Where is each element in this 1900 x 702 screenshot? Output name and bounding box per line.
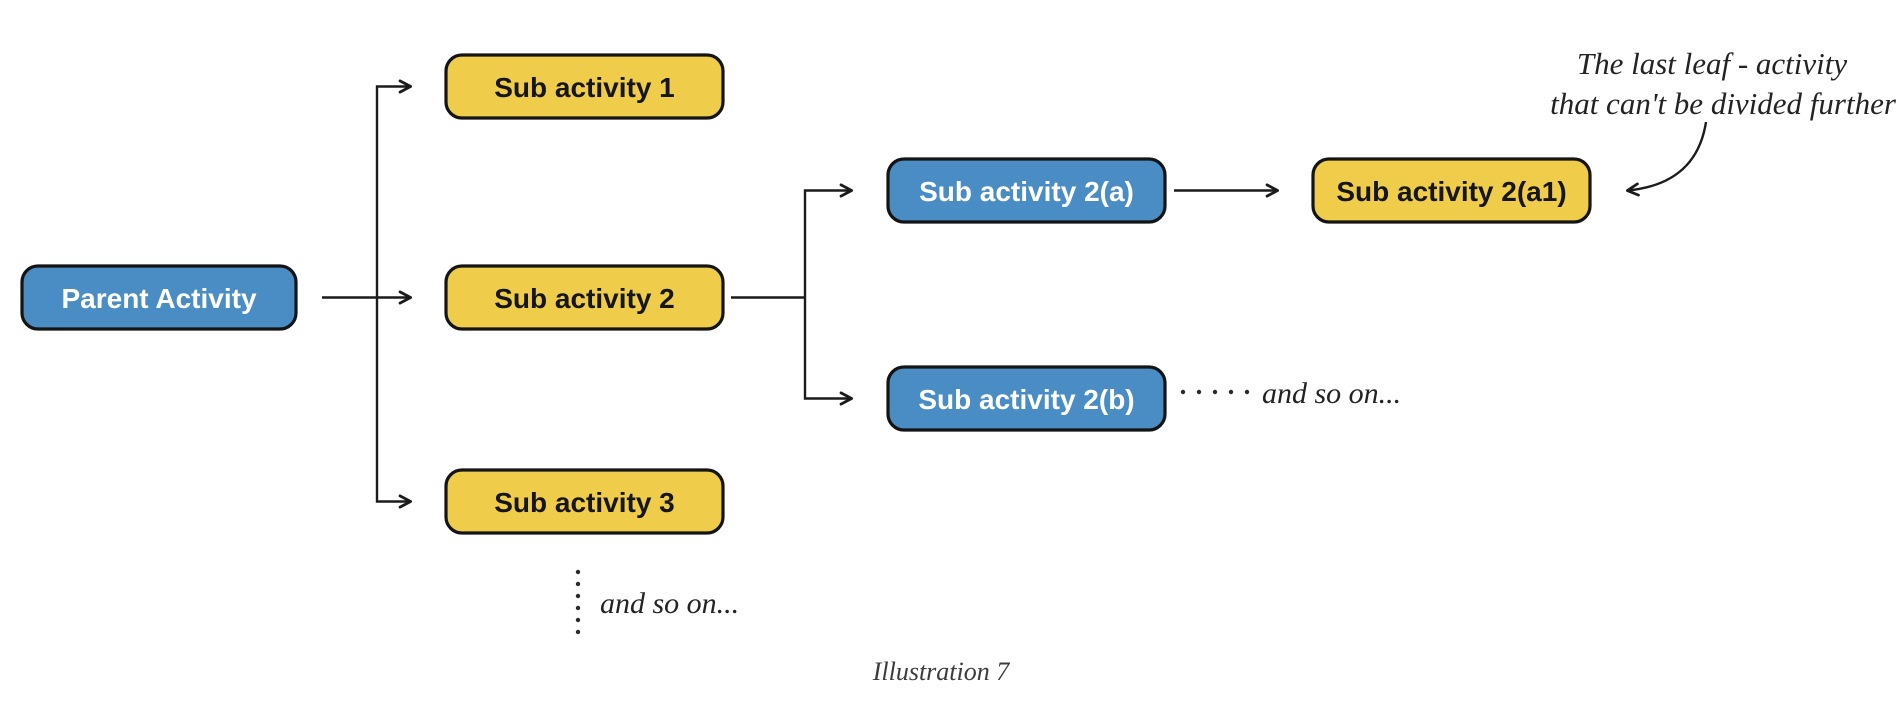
edge-sub2-sub2a — [803, 183, 853, 298]
leaf-annotation-arrow — [1626, 121, 1708, 197]
leaf-annotation-line2: that can't be divided further — [1550, 86, 1897, 121]
connector-lines — [322, 79, 1708, 509]
and-so-on-bottom-text: and so on... — [600, 587, 739, 620]
node-sub-activity-3: Sub activity 3 — [444, 468, 725, 535]
node-sub-activity-2a: Sub activity 2(a) — [886, 157, 1167, 224]
node-sub3-label: Sub activity 3 — [494, 487, 675, 518]
node-sub2a1-label: Sub activity 2(a1) — [1336, 176, 1566, 207]
and-so-on-right-text: and so on... — [1262, 377, 1401, 410]
node-sub-activity-2: Sub activity 2 — [444, 264, 725, 331]
node-sub2-box — [444, 264, 725, 331]
vertical-ellipsis-dots — [575, 569, 581, 635]
node-sub3-box — [444, 468, 725, 535]
illustration-caption: Illustration 7 — [872, 657, 1011, 686]
node-sub2b-box — [886, 365, 1167, 432]
node-sub2b-label: Sub activity 2(b) — [918, 384, 1134, 415]
node-sub1-box — [444, 53, 725, 120]
node-sub2-label: Sub activity 2 — [494, 283, 675, 314]
node-sub-activity-1: Sub activity 1 — [444, 53, 725, 120]
edge-sub2-sub2b — [803, 297, 853, 406]
node-sub1-label: Sub activity 1 — [494, 72, 675, 103]
leaf-annotation-line1: The last leaf - activity — [1577, 46, 1848, 81]
node-sub-activity-2a1: Sub activity 2(a1) — [1311, 157, 1592, 224]
edge-parent-sub1 — [375, 79, 412, 298]
node-sub-activity-2b: Sub activity 2(b) — [886, 365, 1167, 432]
node-sub2a-box — [886, 157, 1167, 224]
node-sub2a1-box — [1311, 157, 1592, 224]
horizontal-ellipsis-dots — [1180, 389, 1250, 395]
node-parent-box — [20, 264, 298, 331]
edge-parent-sub3 — [375, 297, 412, 509]
node-sub2a-label: Sub activity 2(a) — [919, 176, 1134, 207]
node-parent-label: Parent Activity — [61, 283, 256, 314]
node-parent-activity: Parent Activity — [20, 264, 298, 331]
